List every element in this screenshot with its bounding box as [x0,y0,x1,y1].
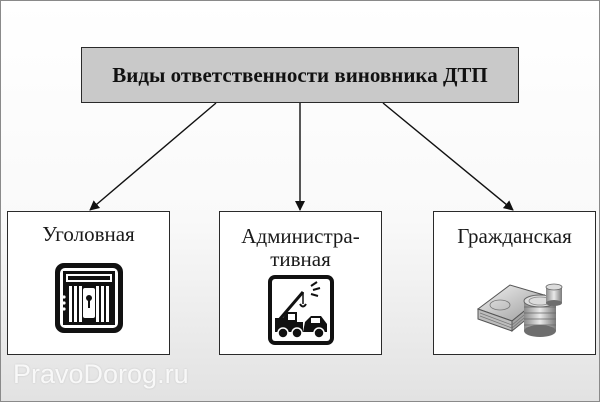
root-node-label: Виды ответственности виновника ДТП [112,62,488,87]
node-criminal-label: Уголовная [42,222,135,246]
arrow-to-civil [382,102,514,211]
tow-truck-icon [268,275,334,345]
node-civil-label: Гражданская [457,224,572,248]
prison-cell-icon [55,263,123,333]
node-administrative-label-line2: тивная [270,247,331,271]
node-criminal: Уголовная [7,211,170,355]
arrow-to-criminal [89,102,217,211]
money-coins-icon [476,283,563,337]
node-administrative: Администра- тивная [219,211,382,355]
node-civil: Гражданская [433,211,596,355]
root-node: Виды ответственности виновника ДТП [81,47,519,103]
node-administrative-label-line1: Администра- [241,224,360,248]
watermark: PravoDorog.ru [13,359,189,389]
